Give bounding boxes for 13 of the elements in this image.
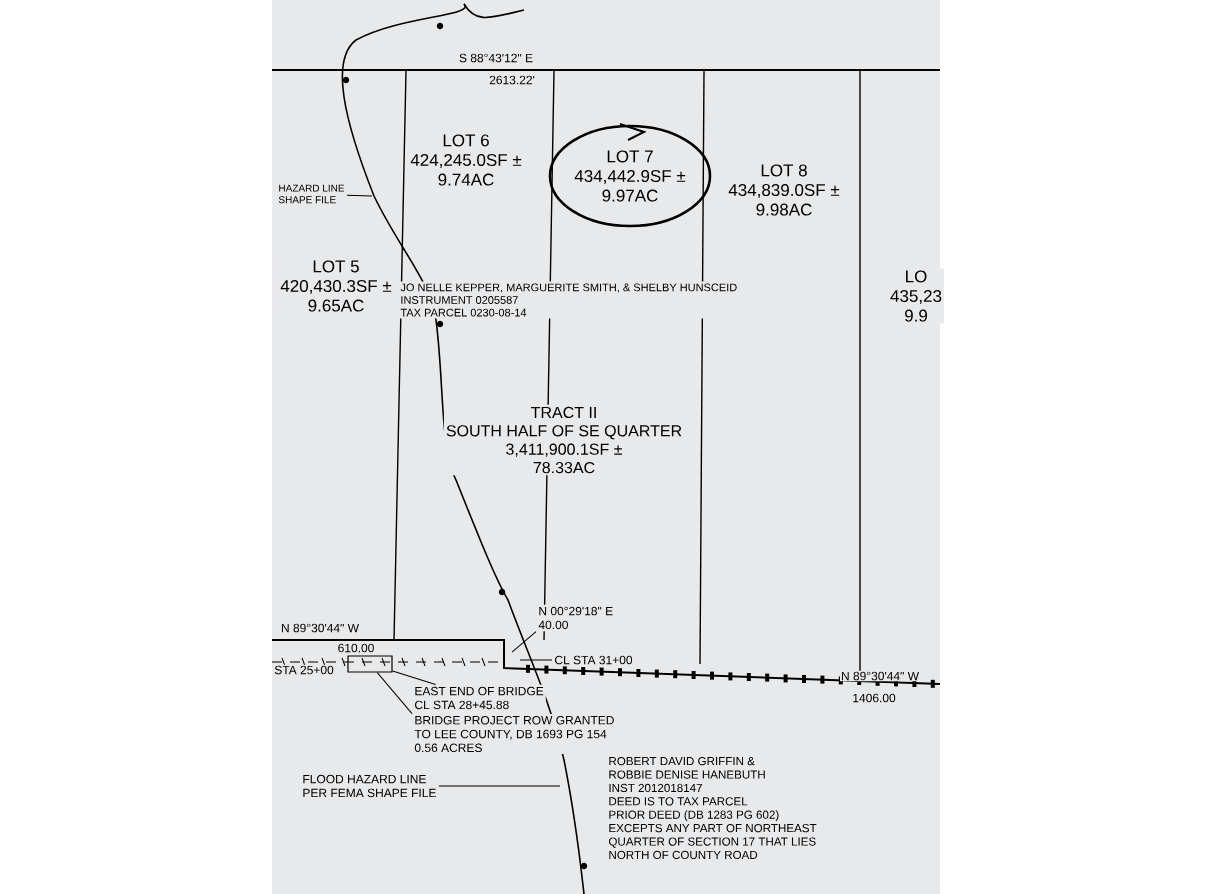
tract-label: TRACT II SOUTH HALF OF SE QUARTER 3,411,900.1SF ± 78.33AC: [443, 404, 685, 476]
leader-line: [519, 659, 553, 661]
leader-line: [511, 631, 537, 653]
lot-label: LOT 6 424,245.0SF ± 9.74AC: [408, 132, 524, 188]
lot-label: LOT 5 420,430.3SF ± 9.65AC: [278, 258, 394, 314]
lot-label: LO 435,23 9.9: [888, 268, 944, 324]
lot-label: LOT 7 434,442.9SF ± 9.97AC: [572, 148, 688, 204]
bridge-box: [347, 655, 393, 673]
leader-line: [438, 785, 561, 787]
leader-line: [346, 194, 373, 197]
leader-line: [392, 670, 437, 685]
leader-line: [376, 672, 413, 715]
lot-label: LOT 8 434,839.0SF ± 9.98AC: [726, 162, 842, 218]
